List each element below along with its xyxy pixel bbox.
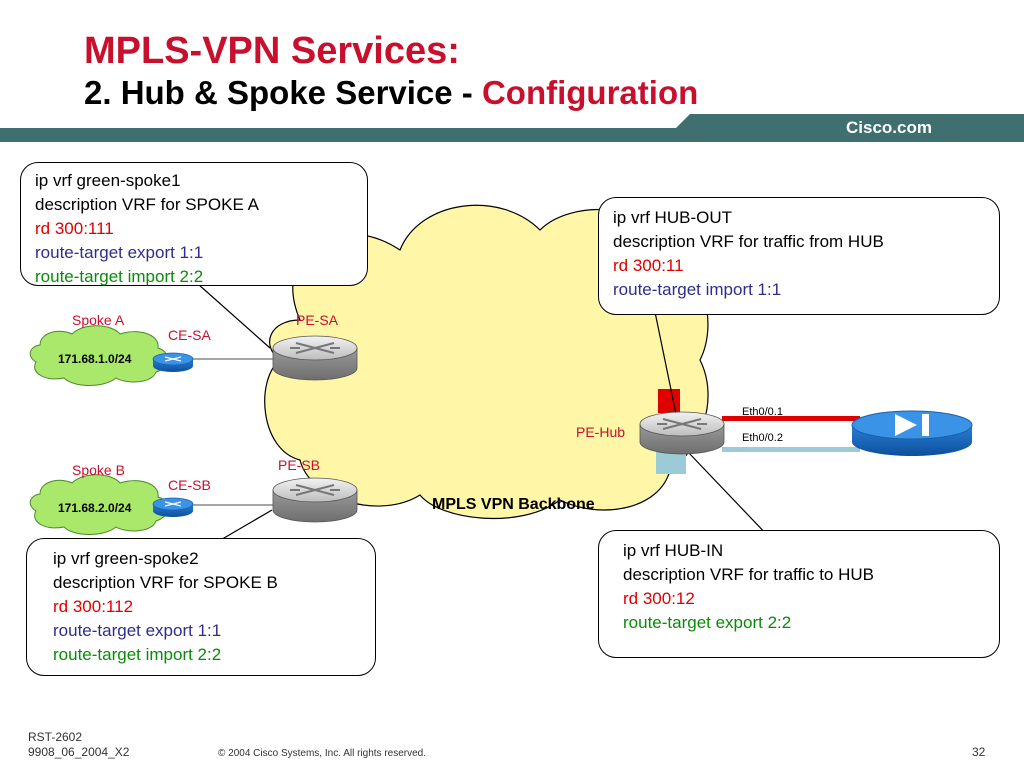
spoke-a-label: Spoke A <box>72 312 125 328</box>
backbone-label: MPLS VPN Backbone <box>432 496 595 513</box>
rt-export-line: route-target export 1:1 <box>35 243 204 262</box>
vrf-line: ip vrf HUB-IN <box>623 541 724 560</box>
footer-copyright: © 2004 Cisco Systems, Inc. All rights re… <box>218 748 427 759</box>
eth2-label: Eth0/0.2 <box>742 432 783 444</box>
pe-sa-label: PE-SA <box>296 312 339 328</box>
slide-subtitle: 2. Hub & Spoke Service - Configuration <box>84 74 698 112</box>
hub-device-icon[interactable] <box>851 410 973 456</box>
rd-line: rd 300:112 <box>53 597 134 616</box>
ce-sa-label: CE-SA <box>168 327 211 343</box>
config-box-spoke1: ip vrf green-spoke1 description VRF for … <box>20 162 368 286</box>
ce-sb-label: CE-SB <box>168 477 211 493</box>
pe-sa-router-icon[interactable] <box>272 335 358 381</box>
pe-sb-label: PE-SB <box>278 457 321 473</box>
rt-import-line: route-target import 1:1 <box>613 280 782 299</box>
rd-line: rd 300:12 <box>623 589 695 608</box>
vrf-line: ip vrf green-spoke1 <box>35 171 181 190</box>
rd-line: rd 300:111 <box>35 219 114 238</box>
ce-sb-router-icon[interactable] <box>152 497 194 517</box>
header-band <box>0 114 1024 142</box>
rt-import-line: route-target import 2:2 <box>53 645 222 664</box>
subtitle-accent: Configuration <box>481 74 699 111</box>
config-box-hub-out: ip vrf HUB-OUT description VRF for traff… <box>598 197 1000 315</box>
rt-export-line: route-target export 2:2 <box>623 613 792 632</box>
page-number: 32 <box>972 745 986 759</box>
pe-sb-router-icon[interactable] <box>272 477 358 523</box>
pe-hub-label: PE-Hub <box>576 424 626 440</box>
ce-sa-router-icon[interactable] <box>152 352 194 372</box>
config-box-spoke2: ip vrf green-spoke2 description VRF for … <box>26 538 376 676</box>
eth1-label: Eth0/0.1 <box>742 406 783 418</box>
pe-hub-router-icon[interactable] <box>639 411 725 455</box>
spoke-b-label: Spoke B <box>72 462 125 478</box>
description-line: description VRF for SPOKE A <box>35 195 259 214</box>
rt-import-line: route-target import 2:2 <box>35 267 204 286</box>
footer-code2: 9908_06_2004_X2 <box>28 745 130 759</box>
description-line: description VRF for traffic from HUB <box>613 232 884 251</box>
spoke-b-cloud <box>29 474 168 535</box>
config-box-hub-in: ip vrf HUB-IN description VRF for traffi… <box>598 530 1000 658</box>
vrf-line: ip vrf HUB-OUT <box>613 208 732 227</box>
rt-export-line: route-target export 1:1 <box>53 621 222 640</box>
footer-code1: RST-2602 <box>28 730 83 744</box>
spoke-a-network: 171.68.1.0/24 <box>58 352 132 366</box>
subtitle-prefix: 2. Hub & Spoke Service - <box>84 74 482 111</box>
description-line: description VRF for traffic to HUB <box>623 565 874 584</box>
spoke-a-cloud <box>29 325 168 386</box>
brand-label: Cisco.com <box>846 118 932 137</box>
vrf-line: ip vrf green-spoke2 <box>53 549 199 568</box>
rd-line: rd 300:11 <box>613 256 684 275</box>
slide-title: MPLS-VPN Services: <box>84 30 460 72</box>
spoke-b-network: 171.68.2.0/24 <box>58 501 132 515</box>
description-line: description VRF for SPOKE B <box>53 573 278 592</box>
